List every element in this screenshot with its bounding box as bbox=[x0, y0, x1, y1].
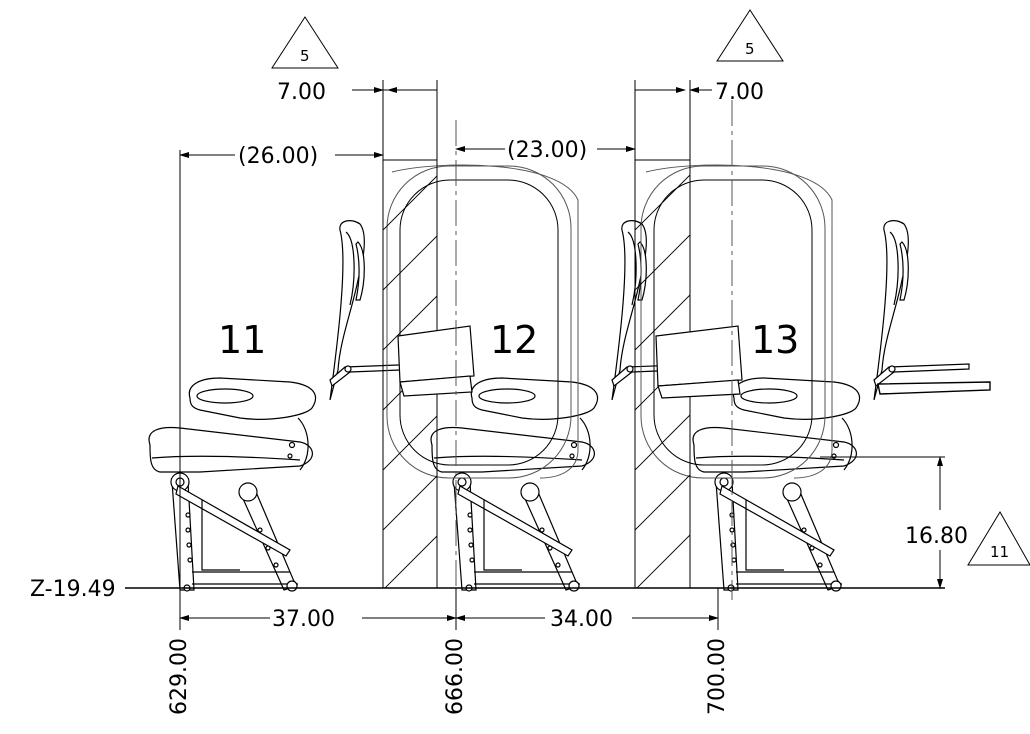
dim-offset-23: (23.00) bbox=[455, 138, 636, 163]
note-flag-11-text: 11 bbox=[990, 543, 1009, 561]
dim-pitch-12-13: 34.00 bbox=[455, 607, 719, 632]
tray-13-extended bbox=[877, 381, 991, 395]
row-label-12: 12 bbox=[490, 318, 538, 362]
offset-23-label: (23.00) bbox=[507, 138, 587, 163]
station-629: 629.00 bbox=[167, 638, 192, 715]
floor-ref-label: Z-19.49 bbox=[30, 577, 116, 602]
seat-row-12 bbox=[430, 220, 708, 592]
note-flag-5-left-text: 5 bbox=[300, 47, 310, 65]
note-flag-5-right-text: 5 bbox=[745, 40, 755, 58]
pitch-12-13-label: 34.00 bbox=[550, 607, 613, 632]
spacing-right-label: 7.00 bbox=[715, 80, 764, 105]
station-700: 700.00 bbox=[705, 638, 730, 715]
dim-pitch-11-12: 37.00 bbox=[179, 607, 457, 632]
dim-spacing-left: 7.00 bbox=[277, 80, 438, 160]
station-666: 666.00 bbox=[443, 638, 468, 715]
seat-row-11 bbox=[148, 220, 426, 592]
seatback-tray-12 bbox=[397, 325, 475, 397]
offset-26-label: (26.00) bbox=[238, 144, 318, 169]
dim-offset-26: (26.00) bbox=[179, 144, 384, 169]
hatched-panel-left bbox=[382, 159, 438, 589]
seatback-tray-13 bbox=[655, 325, 743, 399]
spacing-left-label: 7.00 bbox=[277, 80, 326, 105]
note-flag-5-right: 5 bbox=[716, 9, 784, 62]
dim-seat-height: 16.80 11 bbox=[820, 456, 1030, 589]
seat-height-label: 16.80 bbox=[905, 524, 968, 549]
window-left bbox=[386, 164, 579, 479]
dim-spacing-right: 7.00 bbox=[634, 80, 764, 160]
window-right bbox=[640, 164, 833, 479]
row-label-13: 13 bbox=[751, 318, 799, 362]
row-label-11: 11 bbox=[218, 318, 266, 362]
note-flag-5-left: 5 bbox=[271, 16, 339, 69]
pitch-11-12-label: 37.00 bbox=[272, 607, 335, 632]
